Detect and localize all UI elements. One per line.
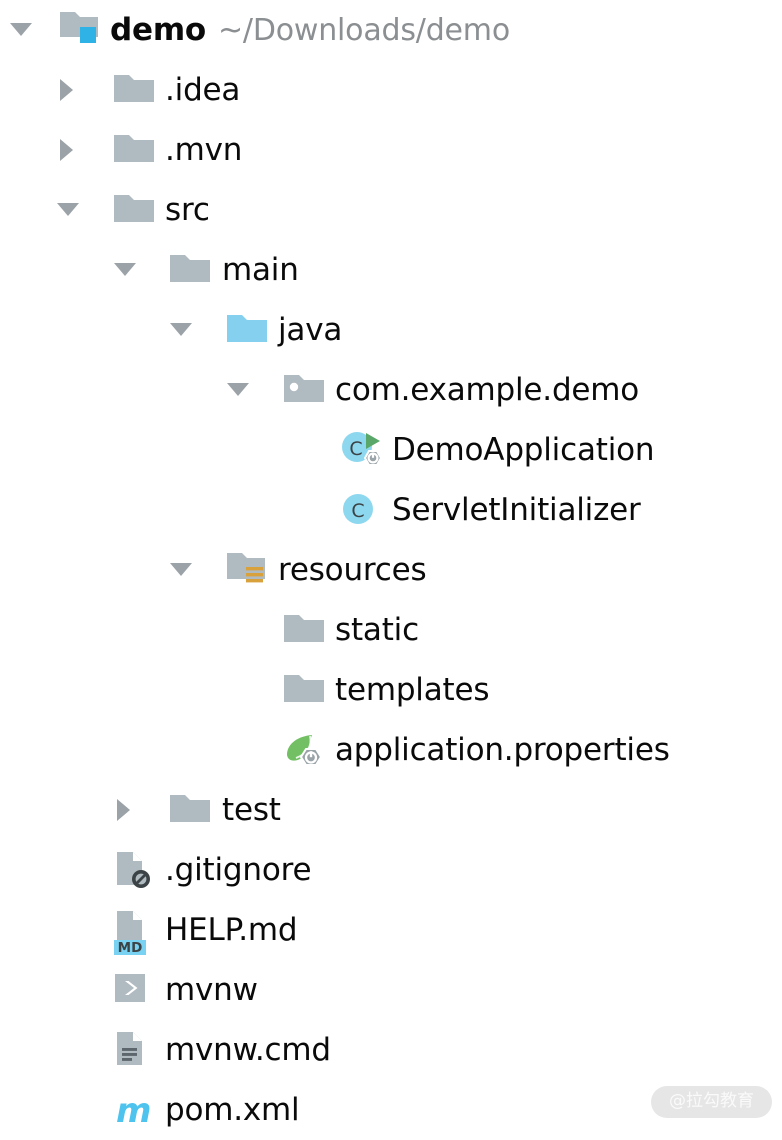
folder-icon: [168, 789, 212, 829]
tree-row[interactable]: demo ~/Downloads/demo: [0, 0, 782, 60]
tree-row-label[interactable]: HELP.md: [165, 912, 298, 948]
chevron-down-icon[interactable]: [168, 557, 194, 583]
svg-text:MD: MD: [118, 940, 143, 956]
tree-row[interactable]: application.properties: [0, 720, 782, 780]
chevron-down-icon[interactable]: [55, 197, 81, 223]
tree-row-label[interactable]: templates: [335, 672, 490, 708]
folder-icon: [168, 249, 212, 289]
shell-script-icon: [112, 969, 156, 1009]
tree-row-label[interactable]: application.properties: [335, 732, 670, 768]
tree-row[interactable]: src: [0, 180, 782, 240]
tree-row-label[interactable]: main: [222, 252, 299, 288]
tree-row-label[interactable]: pom.xml: [165, 1092, 300, 1128]
tree-row[interactable]: static: [0, 600, 782, 660]
spring-properties-icon: [282, 729, 326, 769]
tree-row-label[interactable]: src: [165, 192, 210, 228]
resources-root-folder-icon: [225, 549, 269, 589]
folder-icon: [282, 669, 326, 709]
text-file-icon: [112, 1029, 156, 1069]
tree-row-label[interactable]: .idea: [165, 72, 241, 108]
module-folder-icon: [58, 9, 102, 49]
tree-row[interactable]: mvnw.cmd: [0, 1020, 782, 1080]
watermark: @拉勾教育: [651, 1086, 772, 1118]
tree-row[interactable]: test: [0, 780, 782, 840]
folder-icon: [282, 609, 326, 649]
tree-row-label[interactable]: DemoApplication: [392, 432, 655, 468]
chevron-right-icon[interactable]: [55, 77, 81, 103]
tree-row[interactable]: resources: [0, 540, 782, 600]
tree-row[interactable]: .mvn: [0, 120, 782, 180]
tree-row-label[interactable]: mvnw.cmd: [165, 1032, 331, 1068]
ignored-file-icon: [112, 849, 156, 889]
tree-row[interactable]: C DemoApplication: [0, 420, 782, 480]
tree-row-label[interactable]: resources: [278, 552, 427, 588]
tree-row-label[interactable]: com.example.demo: [335, 372, 640, 408]
tree-row-label[interactable]: java: [278, 312, 343, 348]
tree-row-label[interactable]: .gitignore: [165, 852, 312, 888]
spring-boot-class-icon: C: [338, 429, 383, 469]
chevron-down-icon[interactable]: [225, 377, 251, 403]
tree-row[interactable]: m pom.xml: [0, 1080, 782, 1140]
tree-row-label[interactable]: test: [222, 792, 281, 828]
tree-row[interactable]: C ServletInitializer: [0, 480, 782, 540]
project-path: ~/Downloads/demo: [218, 12, 510, 48]
tree-row-label[interactable]: static: [335, 612, 419, 648]
chevron-down-icon[interactable]: [112, 257, 138, 283]
tree-row-label[interactable]: ServletInitializer: [392, 492, 641, 528]
markdown-file-icon: MD: [112, 909, 156, 956]
tree-row[interactable]: java: [0, 300, 782, 360]
tree-row[interactable]: mvnw: [0, 960, 782, 1020]
svg-text:C: C: [349, 438, 362, 460]
svg-text:m: m: [116, 1091, 151, 1131]
chevron-down-icon[interactable]: [168, 317, 194, 343]
tree-row-label[interactable]: .mvn: [165, 132, 243, 168]
sources-root-folder-icon: [225, 309, 269, 349]
folder-icon: [112, 129, 156, 169]
tree-row[interactable]: templates: [0, 660, 782, 720]
svg-text:C: C: [351, 500, 364, 522]
tree-row[interactable]: main: [0, 240, 782, 300]
chevron-right-icon[interactable]: [112, 797, 138, 823]
tree-row[interactable]: MD HELP.md: [0, 900, 782, 960]
tree-row-label[interactable]: demo: [110, 12, 207, 48]
package-icon: [282, 369, 326, 409]
folder-icon: [112, 189, 156, 229]
tree-row[interactable]: com.example.demo: [0, 360, 782, 420]
java-class-icon: C: [338, 489, 382, 529]
maven-pom-icon: m: [112, 1089, 156, 1131]
tree-row[interactable]: .idea: [0, 60, 782, 120]
chevron-right-icon[interactable]: [55, 137, 81, 163]
tree-row-label[interactable]: mvnw: [165, 972, 258, 1008]
folder-icon: [112, 69, 156, 109]
chevron-down-icon[interactable]: [8, 17, 34, 43]
tree-row[interactable]: .gitignore: [0, 840, 782, 900]
